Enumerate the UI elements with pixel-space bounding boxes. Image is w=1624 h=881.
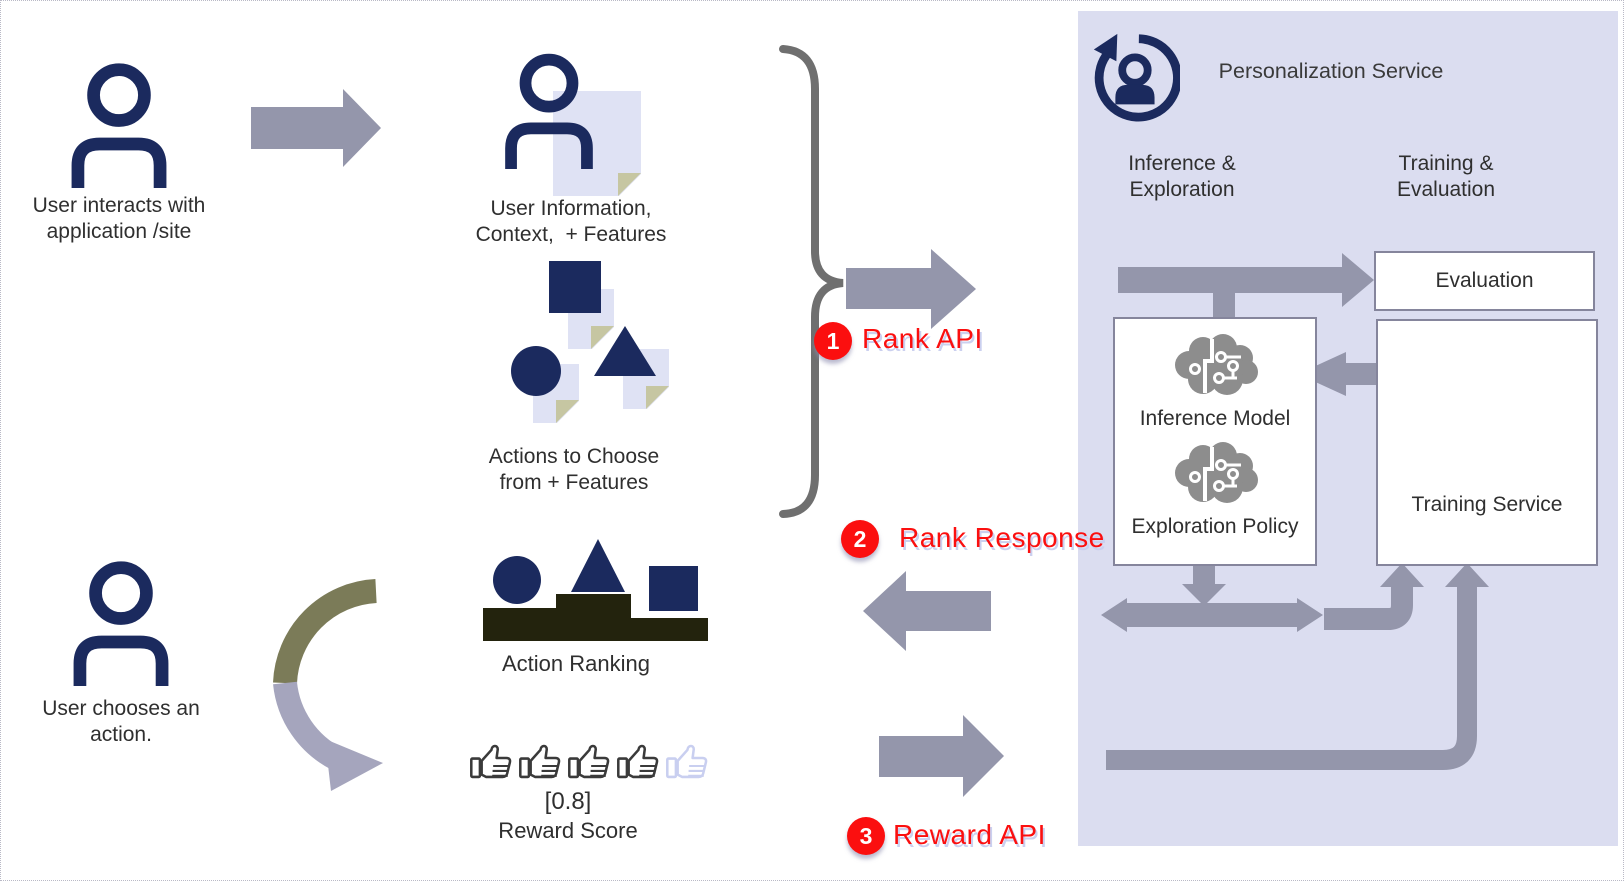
thumb-up-icon — [617, 744, 659, 779]
user-info-label: User Information,Context, + Features — [475, 197, 667, 246]
document-fold-icon — [646, 386, 669, 409]
step-2-badge: 2 — [841, 520, 879, 558]
inference-model-label: Inference Model — [1139, 407, 1291, 430]
arrow-reward-api-icon — [879, 715, 1004, 797]
thumb-up-icon — [568, 744, 610, 779]
user-info-icon — [505, 53, 593, 169]
arrow-rank-api-icon — [846, 249, 976, 329]
ranked-triangle-icon — [571, 539, 625, 592]
thumb-up-icon — [519, 744, 561, 779]
user-chooses-icon — [73, 561, 169, 686]
brain-icon — [1175, 334, 1258, 395]
podium-step-1-icon — [556, 594, 631, 641]
rank-api-label: Rank API — [862, 323, 983, 354]
step-3-badge: 3 — [847, 817, 885, 855]
training-service-label: Training Service — [1411, 493, 1563, 516]
ranked-square-icon — [649, 566, 698, 611]
inference-box: Inference Model Exploration Policy — [1113, 317, 1317, 566]
action-circle-icon — [511, 346, 561, 396]
reward-score-label: Reward Score — [498, 818, 638, 843]
step-1-badge: 1 — [814, 322, 852, 360]
rank-response-label: Rank Response — [899, 522, 1105, 553]
podium-step-3-icon — [631, 618, 708, 641]
exploration-policy-label: Exploration Policy — [1131, 515, 1299, 538]
personalization-service-title: Personalization Service — [1218, 59, 1444, 83]
training-service-box: Training Service — [1376, 319, 1598, 566]
user-icon — [71, 63, 167, 188]
evaluation-box: Evaluation — [1374, 251, 1595, 311]
ranked-circle-icon — [493, 556, 541, 604]
brain-icon — [1175, 442, 1258, 503]
reward-value-label: [0.8] — [544, 788, 592, 815]
document-fold-icon — [556, 400, 579, 423]
personalization-service-icon — [1093, 33, 1180, 122]
evaluation-label: Evaluation — [1435, 269, 1534, 292]
inference-exploration-header: Inference &Exploration — [1128, 152, 1236, 201]
reward-thumbs-row — [469, 741, 711, 783]
action-triangle-icon — [594, 326, 656, 376]
arrow-rank-response-icon — [863, 571, 991, 651]
action-square-icon — [549, 261, 601, 313]
arrow-user-to-info-icon — [251, 89, 381, 167]
training-evaluation-header: Training &Evaluation — [1396, 152, 1496, 201]
curved-choice-arrow-icon — [273, 579, 383, 791]
action-ranking-label: Action Ranking — [502, 651, 650, 676]
thumb-up-faded-icon — [666, 744, 708, 779]
reward-api-label: Reward API — [893, 819, 1046, 850]
thumb-up-icon — [470, 744, 512, 779]
brace-icon — [779, 45, 844, 518]
podium-step-2-icon — [483, 608, 556, 641]
